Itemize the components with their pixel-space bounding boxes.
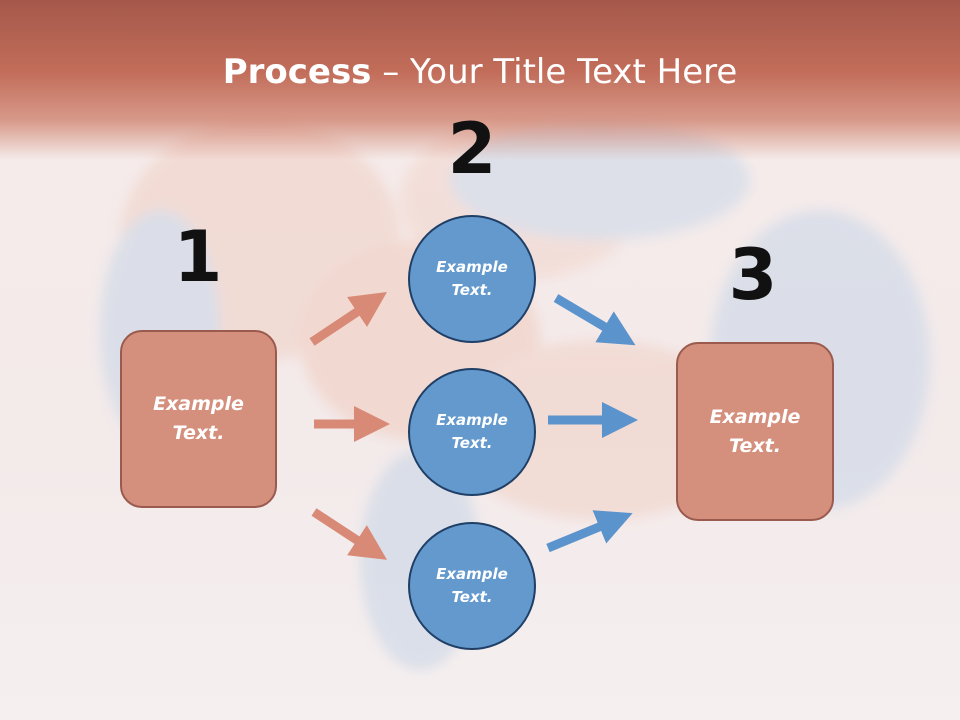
arrow-circle-bottom-to-box3 <box>546 510 633 553</box>
circle-middle-line1: Example <box>436 411 508 429</box>
step-number-2: 2 <box>447 108 497 190</box>
circle-top-line2: Text. <box>451 281 493 299</box>
step-3-line1: Example <box>709 405 801 428</box>
arrow-box1-to-circle-top <box>309 292 387 346</box>
step-1-line2: Text. <box>172 422 225 444</box>
circle-bottom-line2: Text. <box>451 588 493 606</box>
circle-bottom-line1: Example <box>436 565 508 583</box>
header-band <box>0 0 960 160</box>
slide-title: Process – Your Title Text Here <box>0 52 960 92</box>
step-3-line2: Text. <box>729 434 781 457</box>
arrow-box1-to-circle-bottom <box>311 508 388 560</box>
circle-middle-line2: Text. <box>451 434 493 452</box>
title-bold: Process <box>222 52 372 92</box>
step-number-3: 3 <box>728 234 778 316</box>
arrow-circle-top-to-box3 <box>553 294 636 346</box>
title-rest: – Your Title Text Here <box>371 52 738 92</box>
step-1-line1: Example <box>153 393 244 415</box>
circle-top-line1: Example <box>436 258 508 276</box>
step-number-1: 1 <box>173 216 223 298</box>
